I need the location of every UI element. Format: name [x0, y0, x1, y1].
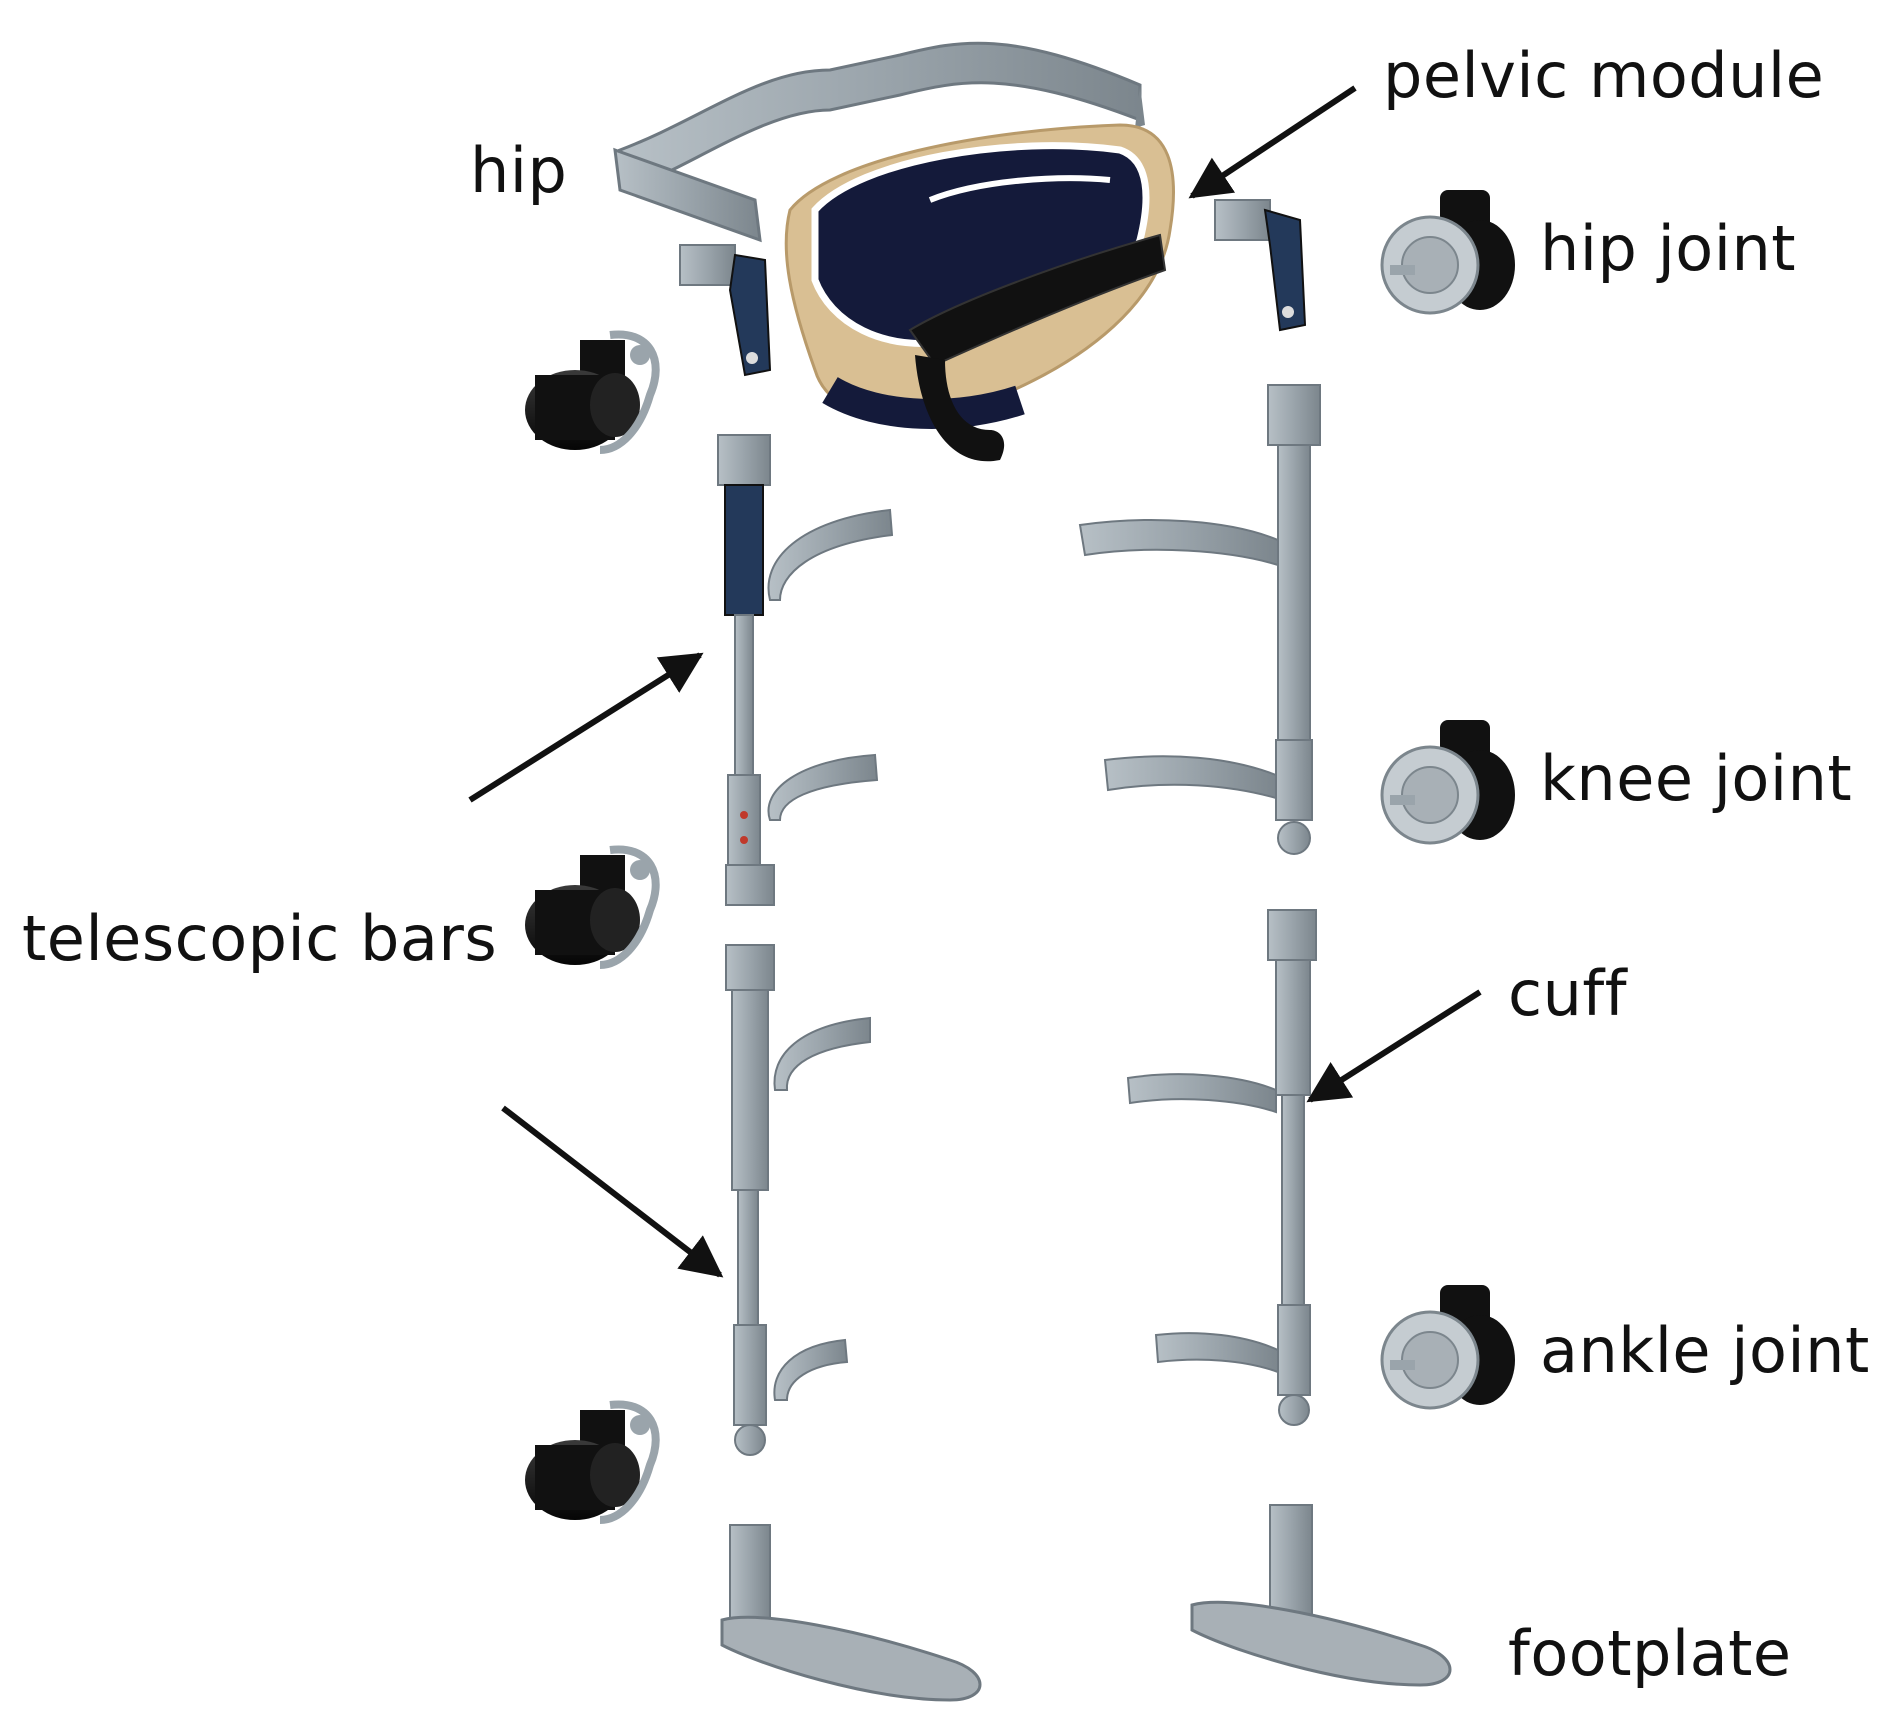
label-pelvic-module: pelvic module	[1383, 39, 1825, 112]
label-knee-joint: knee joint	[1540, 742, 1853, 815]
cuff-left-thigh-lower	[767, 753, 879, 821]
cuff-left-shank-lower	[773, 1338, 849, 1401]
footplate-right	[1190, 1504, 1452, 1687]
telescopic-bar-right-thigh	[1267, 384, 1321, 855]
hip-bracket-left	[679, 244, 772, 377]
label-hip-joint: hip joint	[1540, 212, 1797, 285]
arrow-telescopic-lower	[501, 1105, 724, 1278]
label-footplate: footplate	[1508, 1617, 1792, 1690]
motor-right-hip	[1380, 190, 1515, 315]
label-ankle-joint: ankle joint	[1540, 1314, 1870, 1387]
pelvic-module-belt	[784, 123, 1175, 462]
cuff-right-thigh-lower	[1103, 755, 1277, 800]
arrow-telescopic-upper	[468, 652, 704, 803]
motor-left-ankle	[525, 1400, 660, 1524]
telescopic-bar-left-thigh	[717, 434, 775, 906]
hip-bracket-right	[1214, 199, 1307, 332]
label-hip: hip	[470, 134, 568, 207]
motor-right-knee	[1380, 720, 1515, 845]
label-telescopic-bars: telescopic bars	[22, 902, 498, 975]
motor-left-hip	[525, 330, 660, 454]
cuff-right-shank-lower	[1154, 1332, 1279, 1374]
cuff-left-thigh-upper	[767, 508, 894, 601]
arrow-cuff	[1306, 989, 1482, 1103]
cuff-left-shank-upper	[773, 1016, 871, 1091]
footplate-left	[720, 1524, 982, 1702]
telescopic-bar-right-shank	[1267, 909, 1317, 1426]
motor-left-knee	[525, 845, 660, 969]
arrow-pelvic-module	[1188, 85, 1357, 199]
label-cuff: cuff	[1508, 957, 1628, 1030]
hip-band	[613, 41, 1145, 243]
motor-right-ankle	[1380, 1285, 1515, 1410]
telescopic-bar-left-shank	[725, 944, 775, 1456]
cuff-right-shank-upper	[1126, 1073, 1277, 1114]
cuff-right-thigh-upper	[1078, 519, 1279, 567]
